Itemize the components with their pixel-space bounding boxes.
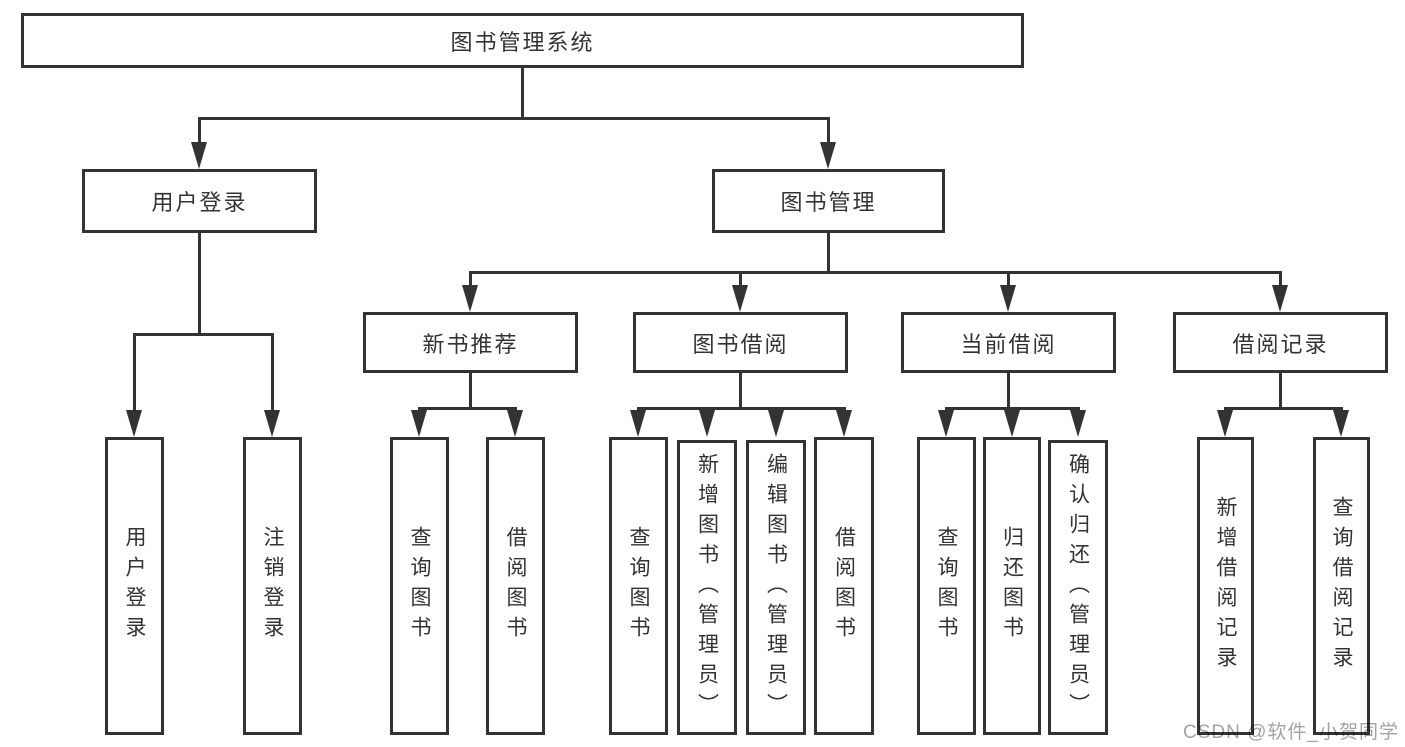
leaf-cb-confirm-return-admin: 确认归还（管理员） bbox=[1048, 440, 1108, 735]
arrowhead-cb-query bbox=[938, 410, 954, 437]
connector-root-stem bbox=[521, 68, 524, 119]
connector-currentborrow-stem bbox=[1007, 373, 1010, 410]
leaf-nb-borrow-books: 借阅图书 bbox=[486, 437, 545, 735]
connector-records-split bbox=[1224, 407, 1343, 410]
arrowhead-nb-borrow bbox=[507, 410, 523, 437]
connector-drop-newbook bbox=[469, 271, 472, 286]
leaf-br-add-record: 新增借阅记录 bbox=[1197, 437, 1254, 735]
connector-bookborrow-split bbox=[637, 407, 846, 410]
leaf-br-query-record: 查询借阅记录 bbox=[1313, 437, 1370, 735]
connector-drop-bookborrow bbox=[739, 271, 742, 286]
connector-bookmgmt-stem bbox=[827, 233, 830, 273]
arrowhead-userlogin-leaf bbox=[126, 410, 142, 437]
connector-drop-records bbox=[1279, 271, 1282, 286]
connector-bookmgmt-split bbox=[469, 271, 1282, 274]
arrowhead-br-add bbox=[1217, 410, 1233, 437]
csdn-watermark: CSDN @软件_小贺同学 bbox=[1183, 722, 1399, 743]
leaf-user-login: 用户登录 bbox=[105, 437, 164, 735]
node-book-borrowing: 图书借阅 bbox=[633, 312, 848, 373]
node-current-borrowing: 当前借阅 bbox=[901, 312, 1116, 373]
arrowhead-bb-add bbox=[699, 410, 715, 437]
connector-drop-user-login bbox=[198, 117, 201, 143]
arrowhead-bb-borrow bbox=[836, 410, 852, 437]
connector-userlogin-split bbox=[133, 333, 274, 336]
arrowhead-cb-return bbox=[1004, 410, 1020, 437]
arrowhead-logout-leaf bbox=[264, 410, 280, 437]
arrowhead-br-query bbox=[1333, 410, 1349, 437]
connector-bookborrow-stem bbox=[739, 373, 742, 410]
connector-drop-logout-leaf bbox=[271, 333, 274, 410]
connector-drop-currentborrow bbox=[1007, 271, 1010, 286]
node-new-book-recommendation: 新书推荐 bbox=[363, 312, 578, 373]
leaf-bb-edit-books-admin: 编辑图书（管理员） bbox=[746, 440, 806, 735]
arrowhead-book-management bbox=[820, 142, 836, 169]
leaf-cb-query-books: 查询图书 bbox=[917, 437, 976, 735]
node-root: 图书管理系统 bbox=[21, 13, 1024, 68]
leaf-bb-add-books-admin: 新增图书（管理员） bbox=[677, 440, 737, 735]
node-user-login: 用户登录 bbox=[82, 169, 317, 233]
arrowhead-bb-query bbox=[630, 410, 646, 437]
arrowhead-cb-confirm bbox=[1070, 410, 1086, 437]
arrowhead-nb-query bbox=[411, 410, 427, 437]
connector-drop-book-management bbox=[827, 117, 830, 143]
connector-root-split bbox=[198, 117, 830, 120]
connector-newbook-split bbox=[418, 407, 517, 410]
connector-drop-userlogin-leaf bbox=[133, 333, 136, 410]
node-borrowing-records: 借阅记录 bbox=[1173, 312, 1388, 373]
leaf-bb-borrow-books: 借阅图书 bbox=[814, 437, 874, 735]
arrowhead-records bbox=[1272, 285, 1288, 312]
arrowhead-bookborrow bbox=[732, 285, 748, 312]
leaf-cb-return-books: 归还图书 bbox=[983, 437, 1041, 735]
connector-newbook-stem bbox=[469, 373, 472, 410]
arrowhead-newbook bbox=[462, 285, 478, 312]
connector-currentborrow-split bbox=[945, 407, 1080, 410]
connector-userlogin-stem bbox=[198, 233, 201, 335]
leaf-logout: 注销登录 bbox=[243, 437, 302, 735]
arrowhead-user-login bbox=[191, 142, 207, 169]
leaf-nb-query-books: 查询图书 bbox=[390, 437, 449, 735]
leaf-bb-query-books: 查询图书 bbox=[609, 437, 668, 735]
node-book-management: 图书管理 bbox=[712, 169, 945, 233]
connector-records-stem bbox=[1279, 373, 1282, 410]
arrowhead-currentborrow bbox=[1000, 285, 1016, 312]
arrowhead-bb-edit bbox=[768, 410, 784, 437]
